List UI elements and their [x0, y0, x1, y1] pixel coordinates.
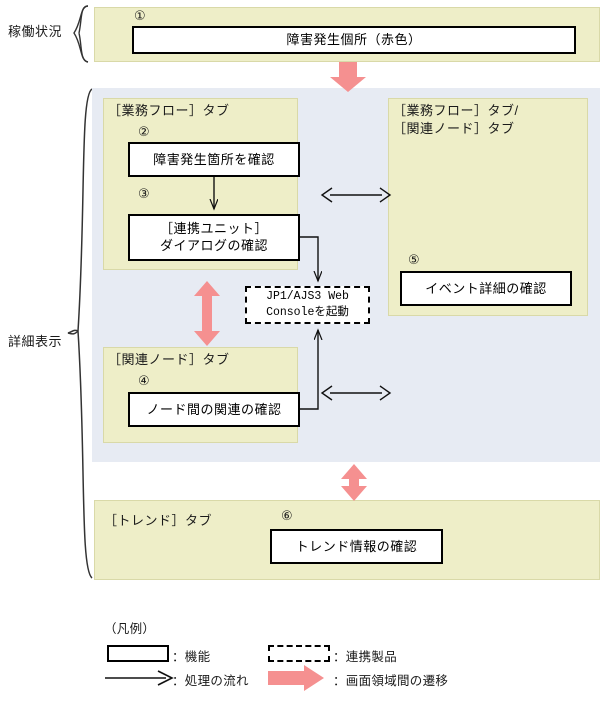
legend-solid-box-icon: [107, 645, 169, 662]
legend-label-linked-product: ：連携製品: [333, 650, 398, 664]
tab-label-workflow-related-node[interactable]: ［業務フロー］タブ/ ［関連ノード］タブ: [393, 103, 519, 137]
legend-pink-arrow-icon: [268, 665, 324, 691]
step-number-1: ①: [134, 8, 146, 23]
step-number-4: ④: [138, 373, 150, 388]
function-box-trend-info[interactable]: トレンド情報の確認: [270, 529, 443, 564]
function-box-linked-unit-dialog[interactable]: ［連携ユニット］ ダイアログの確認: [128, 214, 300, 261]
pink-double-arrow-detail-to-trend: [341, 464, 367, 501]
tab-label-related-node[interactable]: ［関連ノード］タブ: [108, 352, 230, 367]
linked-product-box-jp1-ajs3-web-console[interactable]: JP1/AJS3 Web Consoleを起動: [245, 286, 370, 324]
legend-dashed-box-icon: [268, 645, 330, 662]
step-number-3: ③: [138, 186, 150, 201]
side-label-operation-status: 稼働状況: [8, 24, 63, 39]
brace-detail-display: [67, 88, 93, 579]
step-number-5: ⑤: [408, 252, 420, 267]
tab-label-trend[interactable]: ［トレンド］タブ: [104, 513, 213, 528]
function-box-node-relation[interactable]: ノード間の関連の確認: [128, 392, 300, 427]
brace-operation-status: [73, 5, 89, 63]
tab-label-workflow[interactable]: ［業務フロー］タブ: [108, 103, 230, 118]
side-label-detail-display: 詳細表示: [8, 334, 63, 349]
legend-label-screen-transition: ：画面領域間の遷移: [333, 674, 449, 688]
function-box-event-detail[interactable]: イベント詳細の確認: [400, 271, 572, 306]
step-number-2: ②: [138, 124, 150, 139]
legend-label-function: ：機能: [172, 650, 211, 664]
legend-thin-arrow-icon: [105, 670, 174, 686]
step-number-6: ⑥: [281, 508, 293, 523]
legend-title: （凡例）: [104, 622, 156, 636]
function-box-fault-location[interactable]: 障害発生個所（赤色）: [132, 26, 576, 54]
function-box-confirm-fault-location[interactable]: 障害発生箇所を確認: [128, 142, 300, 177]
legend-label-process-flow: ：処理の流れ: [172, 674, 249, 688]
